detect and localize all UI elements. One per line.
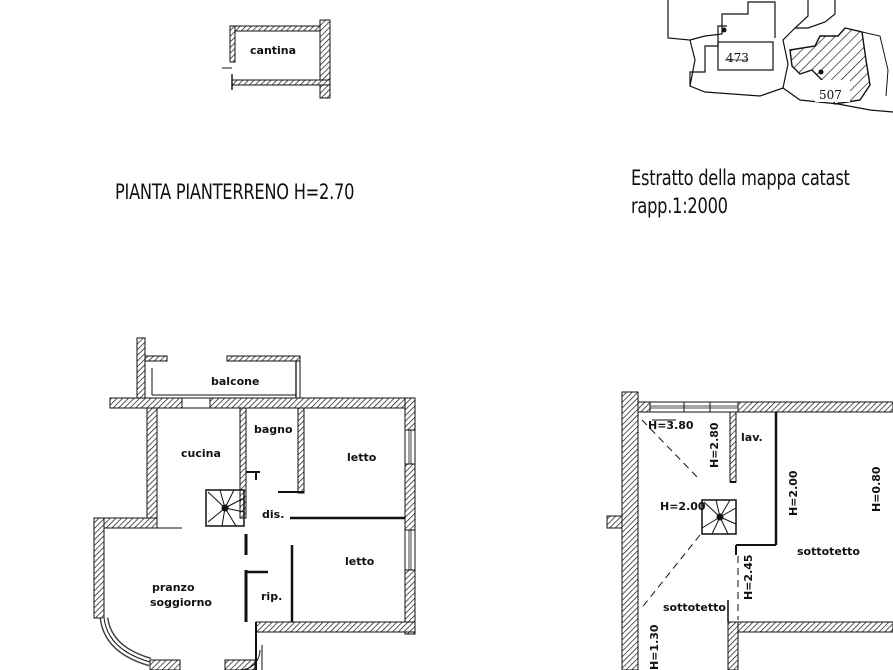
room-label-bagno: bagno: [254, 423, 293, 436]
main-floor-plan: balcone cucina bagno letto dis. letto pr…: [93, 337, 416, 670]
attic-height-h2: H=2.80: [708, 422, 721, 468]
room-label-rip: rip.: [261, 590, 282, 603]
room-label-balcone: balcone: [211, 375, 259, 388]
attic-room-label-sottotetto-right: sottotetto: [797, 545, 860, 558]
attic-room-label-lav: lav.: [741, 431, 763, 444]
attic-room-label-sottotetto-left: sottotetto: [663, 601, 726, 614]
room-label-letto-1: letto: [347, 451, 377, 464]
cellar-plan: cantina: [222, 19, 331, 99]
room-label-dis: dis.: [262, 508, 284, 521]
room-label-letto-2: letto: [345, 555, 375, 568]
cadastral-map-title-line2: rapp.1:2000: [631, 194, 728, 218]
attic-height-h3: H=2.00: [660, 500, 706, 513]
cadastral-map-title-line1: Estratto della mappa catast: [631, 166, 850, 190]
attic-height-h6: H=2.45: [742, 554, 755, 600]
attic-height-h1: H=3.80: [648, 419, 694, 432]
room-label-soggiorno: soggiorno: [150, 596, 212, 609]
attic-height-h7: H=1.30: [648, 624, 661, 670]
cadastral-map: 473 507: [667, 0, 893, 113]
attic-height-h4: H=2.00: [787, 470, 800, 516]
parcel-473-label: 473: [726, 51, 749, 65]
attic-plan: lav. sottotetto sottotetto H=3.80 H=2.80…: [606, 391, 893, 670]
parcel-507-label: 507: [819, 88, 842, 102]
room-label-pranzo: pranzo: [152, 581, 195, 594]
ground-floor-title: PIANTA PIANTERRENO H=2.70: [115, 180, 355, 204]
cellar-room-label: cantina: [250, 44, 296, 57]
room-label-cucina: cucina: [181, 447, 221, 460]
attic-height-h5: H=0.80: [870, 466, 883, 512]
